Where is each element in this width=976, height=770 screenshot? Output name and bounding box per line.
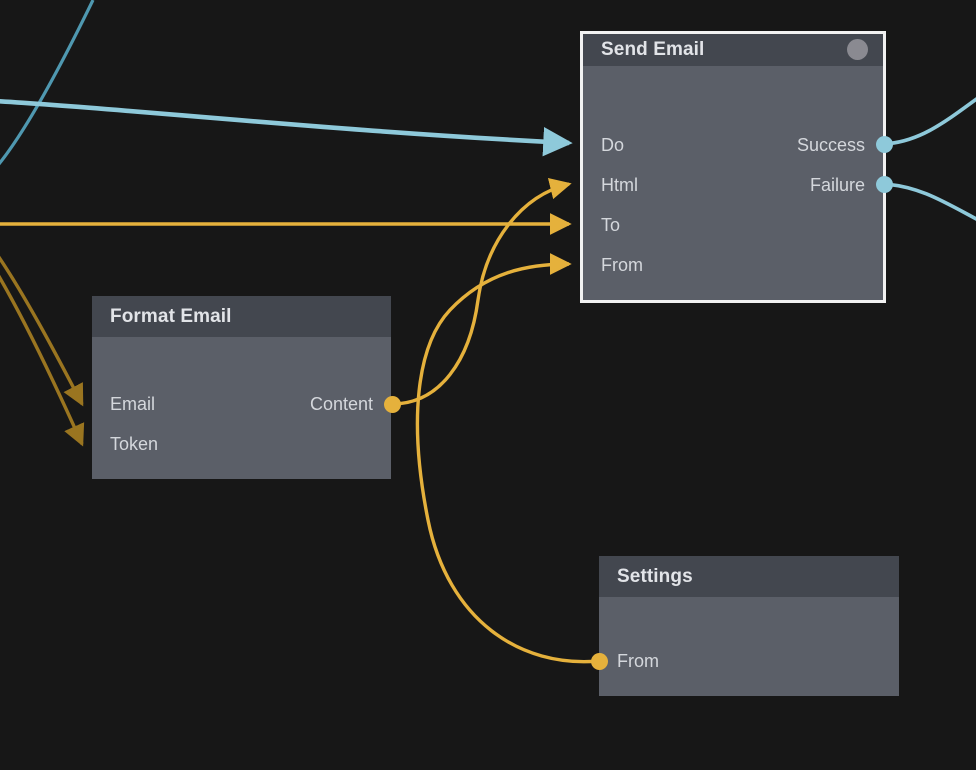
port-dot-content[interactable] xyxy=(384,396,401,413)
wire-exec-into-do xyxy=(0,99,573,157)
wire-exec-stray-top-left xyxy=(0,0,95,166)
node-format-email[interactable]: Format Email Email Token Content xyxy=(92,296,391,479)
port-label-content: Content xyxy=(309,394,373,414)
port-dot-success[interactable] xyxy=(876,136,893,153)
port-row-failure[interactable]: Failure xyxy=(810,175,865,195)
port-label-success: Success xyxy=(796,135,865,155)
port-row-do[interactable]: Do xyxy=(601,135,624,155)
port-label-to: To xyxy=(601,215,621,235)
port-dot-failure[interactable] xyxy=(876,176,893,193)
port-label-failure: Failure xyxy=(809,175,865,195)
node-format-email-title: Format Email xyxy=(110,305,232,327)
port-row-html[interactable]: Html xyxy=(601,175,638,195)
wire-settings-from-to-from xyxy=(415,253,600,664)
wire-content-to-html xyxy=(391,177,572,406)
node-format-email-header[interactable]: Format Email xyxy=(92,296,391,337)
wire-success-out xyxy=(883,97,976,146)
node-settings-header[interactable]: Settings xyxy=(599,556,899,597)
port-label-email: Email xyxy=(110,394,156,414)
port-label-do: Do xyxy=(601,135,625,155)
port-row-email[interactable]: Email xyxy=(110,394,155,414)
port-label-from-in: From xyxy=(601,255,643,275)
node-send-email-header[interactable]: Send Email xyxy=(583,34,883,66)
status-dot-icon xyxy=(847,39,868,60)
port-row-from-in[interactable]: From xyxy=(601,255,643,275)
node-send-email[interactable]: Send Email Do Html To From Success Failu… xyxy=(580,31,886,303)
port-row-to[interactable]: To xyxy=(601,215,620,235)
wire-failure-out xyxy=(883,182,976,221)
port-label-token: Token xyxy=(110,434,159,454)
node-send-email-title: Send Email xyxy=(601,39,705,60)
port-label-settings-from: From xyxy=(617,651,659,671)
port-row-token[interactable]: Token xyxy=(110,434,158,454)
port-dot-settings-from[interactable] xyxy=(591,653,608,670)
wire-email-input xyxy=(0,255,84,407)
wire-token-input xyxy=(0,274,85,447)
port-label-html: Html xyxy=(601,175,638,195)
port-row-content[interactable]: Content xyxy=(310,394,373,414)
node-settings[interactable]: Settings From xyxy=(599,556,899,696)
port-row-success[interactable]: Success xyxy=(797,135,865,155)
node-settings-title: Settings xyxy=(617,565,693,587)
port-row-settings-from[interactable]: From xyxy=(617,651,659,671)
